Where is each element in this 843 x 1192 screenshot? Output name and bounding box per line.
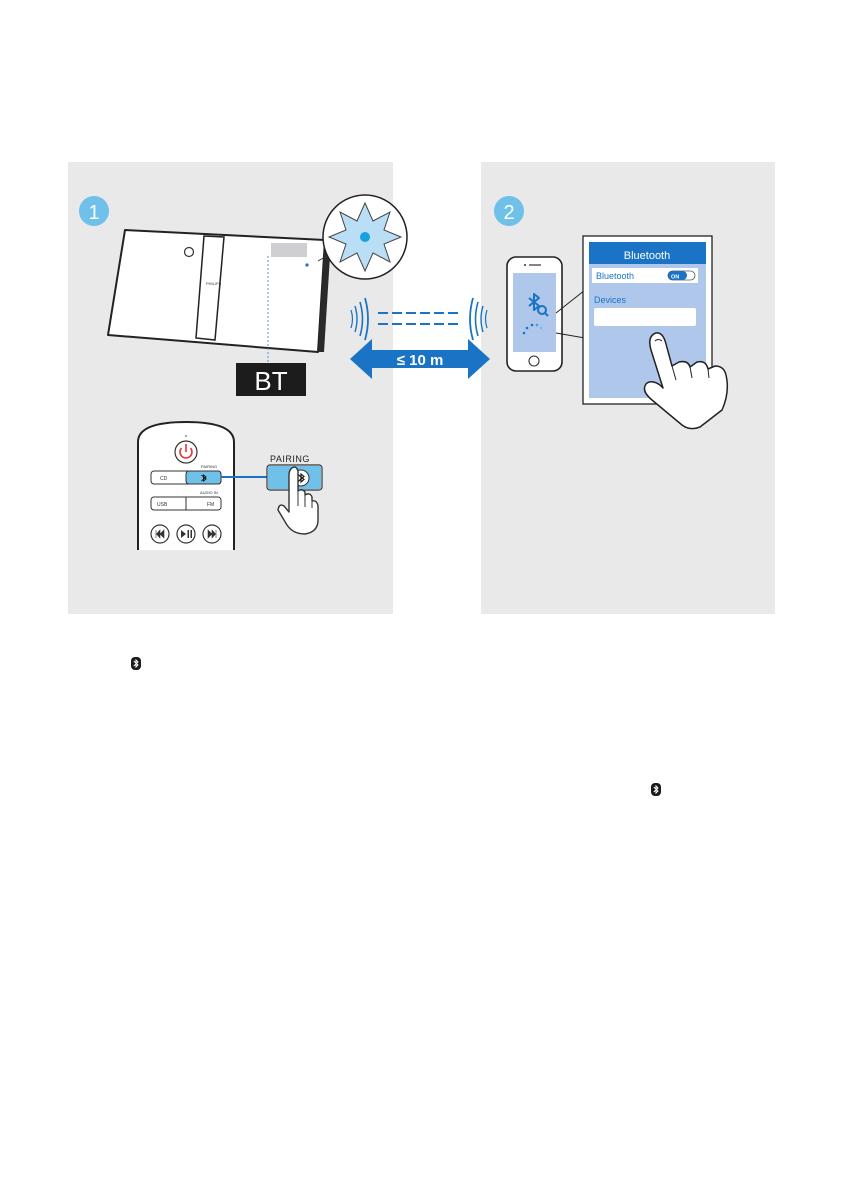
step-1-badge: 1: [79, 196, 109, 226]
bluetooth-toggle-state: ON: [671, 275, 679, 281]
audio-in-label: AUDIO IN: [200, 490, 218, 495]
step-2-badge: 2: [494, 196, 524, 226]
device-list-item: [594, 308, 696, 326]
inline-bluetooth-icon: [651, 783, 661, 796]
display-text: BT: [254, 366, 287, 396]
fm-label: FM: [207, 502, 214, 508]
usb-label: USB: [157, 502, 168, 508]
display-window: [271, 243, 307, 257]
wireless-signal: [351, 298, 487, 340]
bluetooth-toggle-label: Bluetooth: [596, 271, 634, 281]
step-2-number: 2: [503, 202, 514, 224]
indicator-led: [305, 263, 308, 266]
inline-bluetooth-icon: [131, 657, 141, 670]
cd-label: CD: [160, 476, 168, 482]
brand-logo: PHILIPS: [206, 281, 222, 286]
screen-header: Bluetooth: [624, 250, 670, 262]
bt-display: BT: [236, 363, 306, 396]
remote-control: PAIRING CD AUDIO IN USB FM: [138, 422, 234, 550]
home-button: [529, 356, 539, 366]
callout-pairing-label: PAIRING: [270, 454, 310, 464]
smartphone: [507, 257, 562, 371]
devices-label: Devices: [594, 295, 627, 305]
step-1-number: 1: [88, 202, 99, 224]
distance-label: ≤ 10 m: [397, 352, 444, 369]
speaker-unit: PHILIPS: [108, 230, 331, 352]
remote-pairing-label: PAIRING: [201, 464, 217, 469]
distance-arrow: ≤ 10 m: [350, 339, 490, 379]
